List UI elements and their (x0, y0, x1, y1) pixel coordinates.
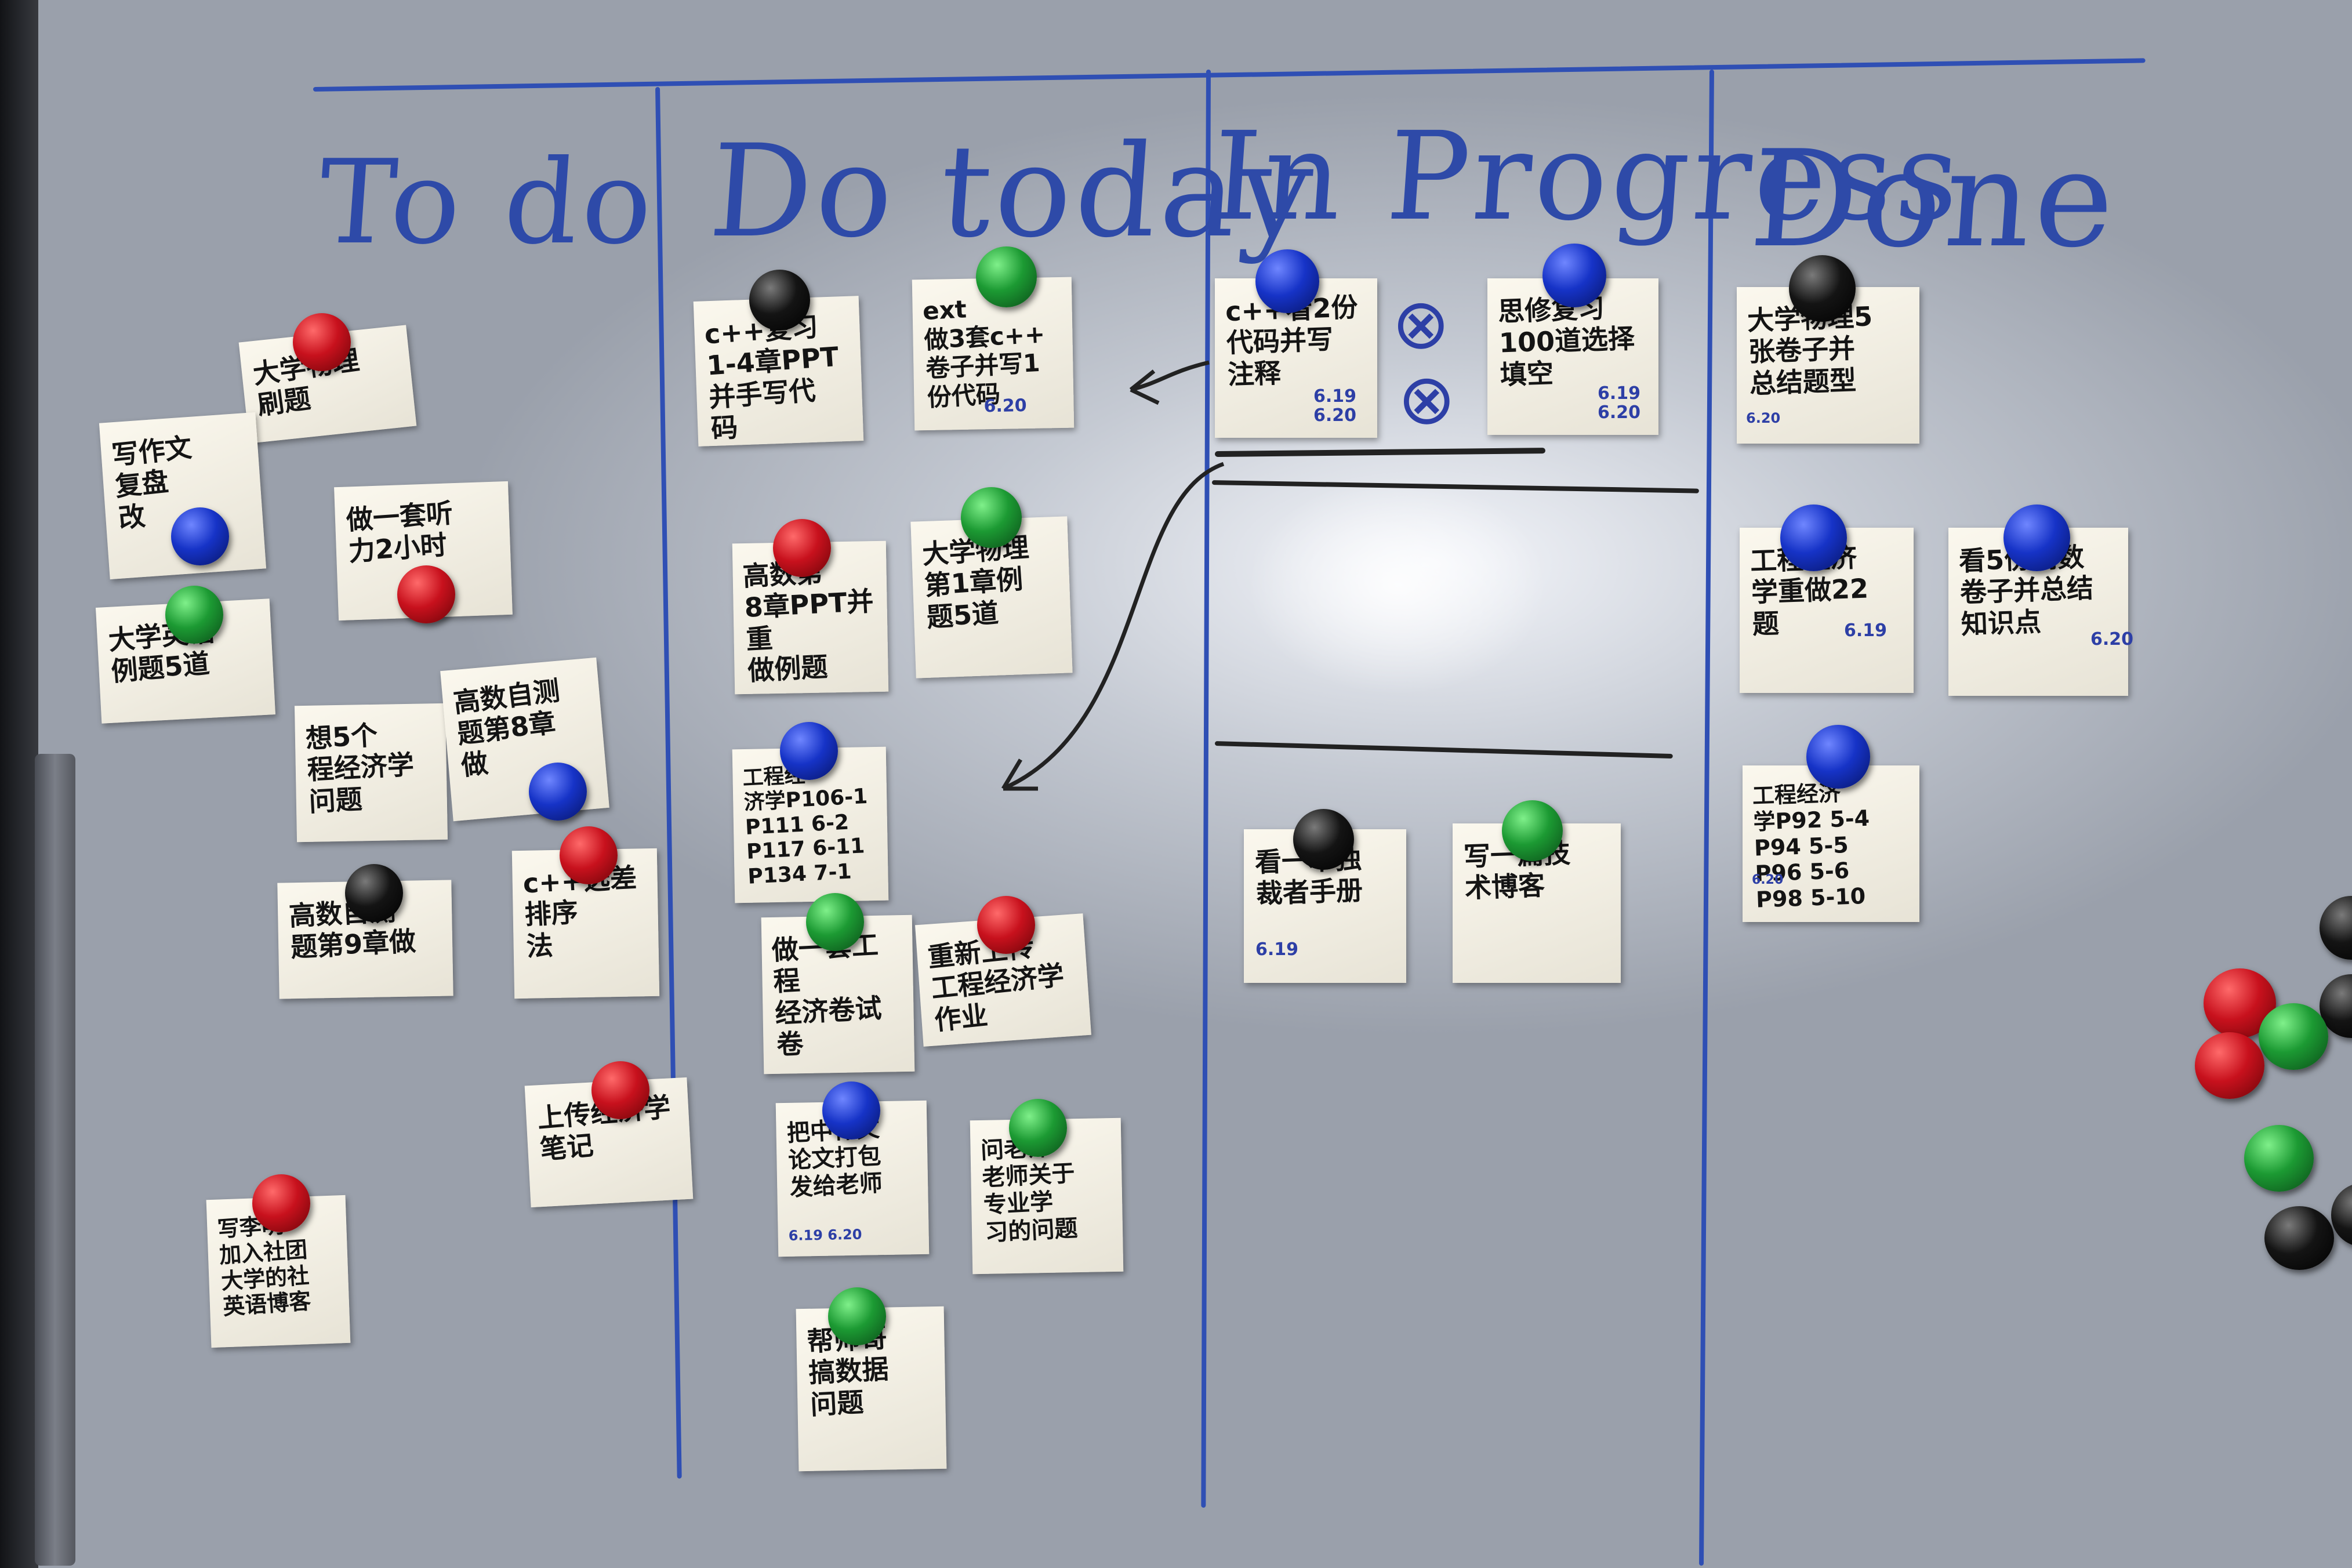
note-text: 工程经济 学P92 5-4 P94 5-5 P96 5-6 P98 5-10 (1752, 780, 1870, 913)
spare-magnet-green[interactable] (2259, 1003, 2328, 1070)
spare-magnet-red[interactable] (2195, 1032, 2264, 1099)
magnet-blue[interactable] (2003, 504, 2070, 571)
magnet-green[interactable] (806, 893, 864, 951)
magnet-green[interactable] (976, 246, 1037, 307)
magnet-blue[interactable] (1806, 725, 1870, 789)
magnet-blue[interactable] (780, 722, 838, 780)
note-todo-5[interactable]: 想5个 程经济学 问题 (294, 703, 448, 843)
cross-mark-2: ⊗ (1398, 360, 1456, 440)
magnet-blue[interactable] (1542, 244, 1606, 307)
magnet-black[interactable] (345, 864, 403, 922)
light-glare (1247, 476, 1548, 696)
arrow-to-today-top (1130, 360, 1210, 392)
magnet-green[interactable] (828, 1287, 886, 1345)
note-date: 6.20 (983, 395, 1027, 417)
magnet-red[interactable] (252, 1174, 310, 1232)
magnet-black[interactable] (749, 270, 810, 331)
magnet-blue[interactable] (171, 507, 229, 565)
magnet-green[interactable] (1009, 1099, 1067, 1157)
spare-magnet-green[interactable] (2244, 1125, 2314, 1192)
magnet-black[interactable] (1293, 809, 1354, 870)
magnet-green[interactable] (1502, 800, 1563, 861)
magnet-blue[interactable] (1255, 249, 1319, 313)
note-date: 6.19 6.20 (1313, 386, 1357, 426)
note-text: 高数自测 题第8章 做 (451, 674, 562, 782)
arrowhead-to-today-mid (1001, 758, 1038, 791)
board-rail (35, 754, 75, 1566)
magnet-red[interactable] (397, 565, 455, 623)
magnet-blue[interactable] (1780, 504, 1847, 571)
note-date: 6.20 (1752, 873, 1784, 887)
note-text: ext 做3套c++ 卷子并写1 份代码 (921, 295, 1046, 412)
magnet-red[interactable] (560, 826, 618, 884)
note-date: 6.19 (1255, 939, 1299, 960)
note-date: 6.20 (2090, 629, 2134, 649)
magnet-red[interactable] (977, 896, 1035, 954)
board-frame (0, 0, 41, 1568)
spare-magnet-black[interactable] (2264, 1206, 2334, 1270)
magnet-red[interactable] (773, 519, 831, 577)
note-text: 想5个 程经济学 问题 (304, 719, 415, 818)
magnet-green[interactable] (961, 487, 1022, 548)
arrowhead-to-today-top (1129, 369, 1160, 405)
magnet-red[interactable] (591, 1061, 649, 1119)
note-progress-1[interactable]: c++看2份 代码并写 注释 6.19 6.20 (1215, 278, 1377, 438)
note-date: 6.19 (1844, 620, 1888, 641)
arrow-to-today-mid (1002, 462, 1225, 791)
note-date: 6.20 (1746, 410, 1781, 426)
note-date: 6.19 6.20 (1598, 383, 1641, 423)
note-text: 做一套听 力2小时 (345, 497, 454, 568)
magnet-green[interactable] (165, 586, 223, 644)
note-date: 6.19 6.20 (788, 1226, 862, 1244)
magnet-black[interactable] (1789, 255, 1856, 322)
magnet-blue[interactable] (529, 763, 587, 821)
cross-mark-1: ⊗ (1392, 284, 1450, 365)
magnet-blue[interactable] (822, 1081, 880, 1139)
note-done-4[interactable]: 工程经济 学P92 5-4 P94 5-5 P96 5-6 P98 5-10 6… (1743, 765, 1919, 922)
magnet-red[interactable] (293, 313, 351, 371)
